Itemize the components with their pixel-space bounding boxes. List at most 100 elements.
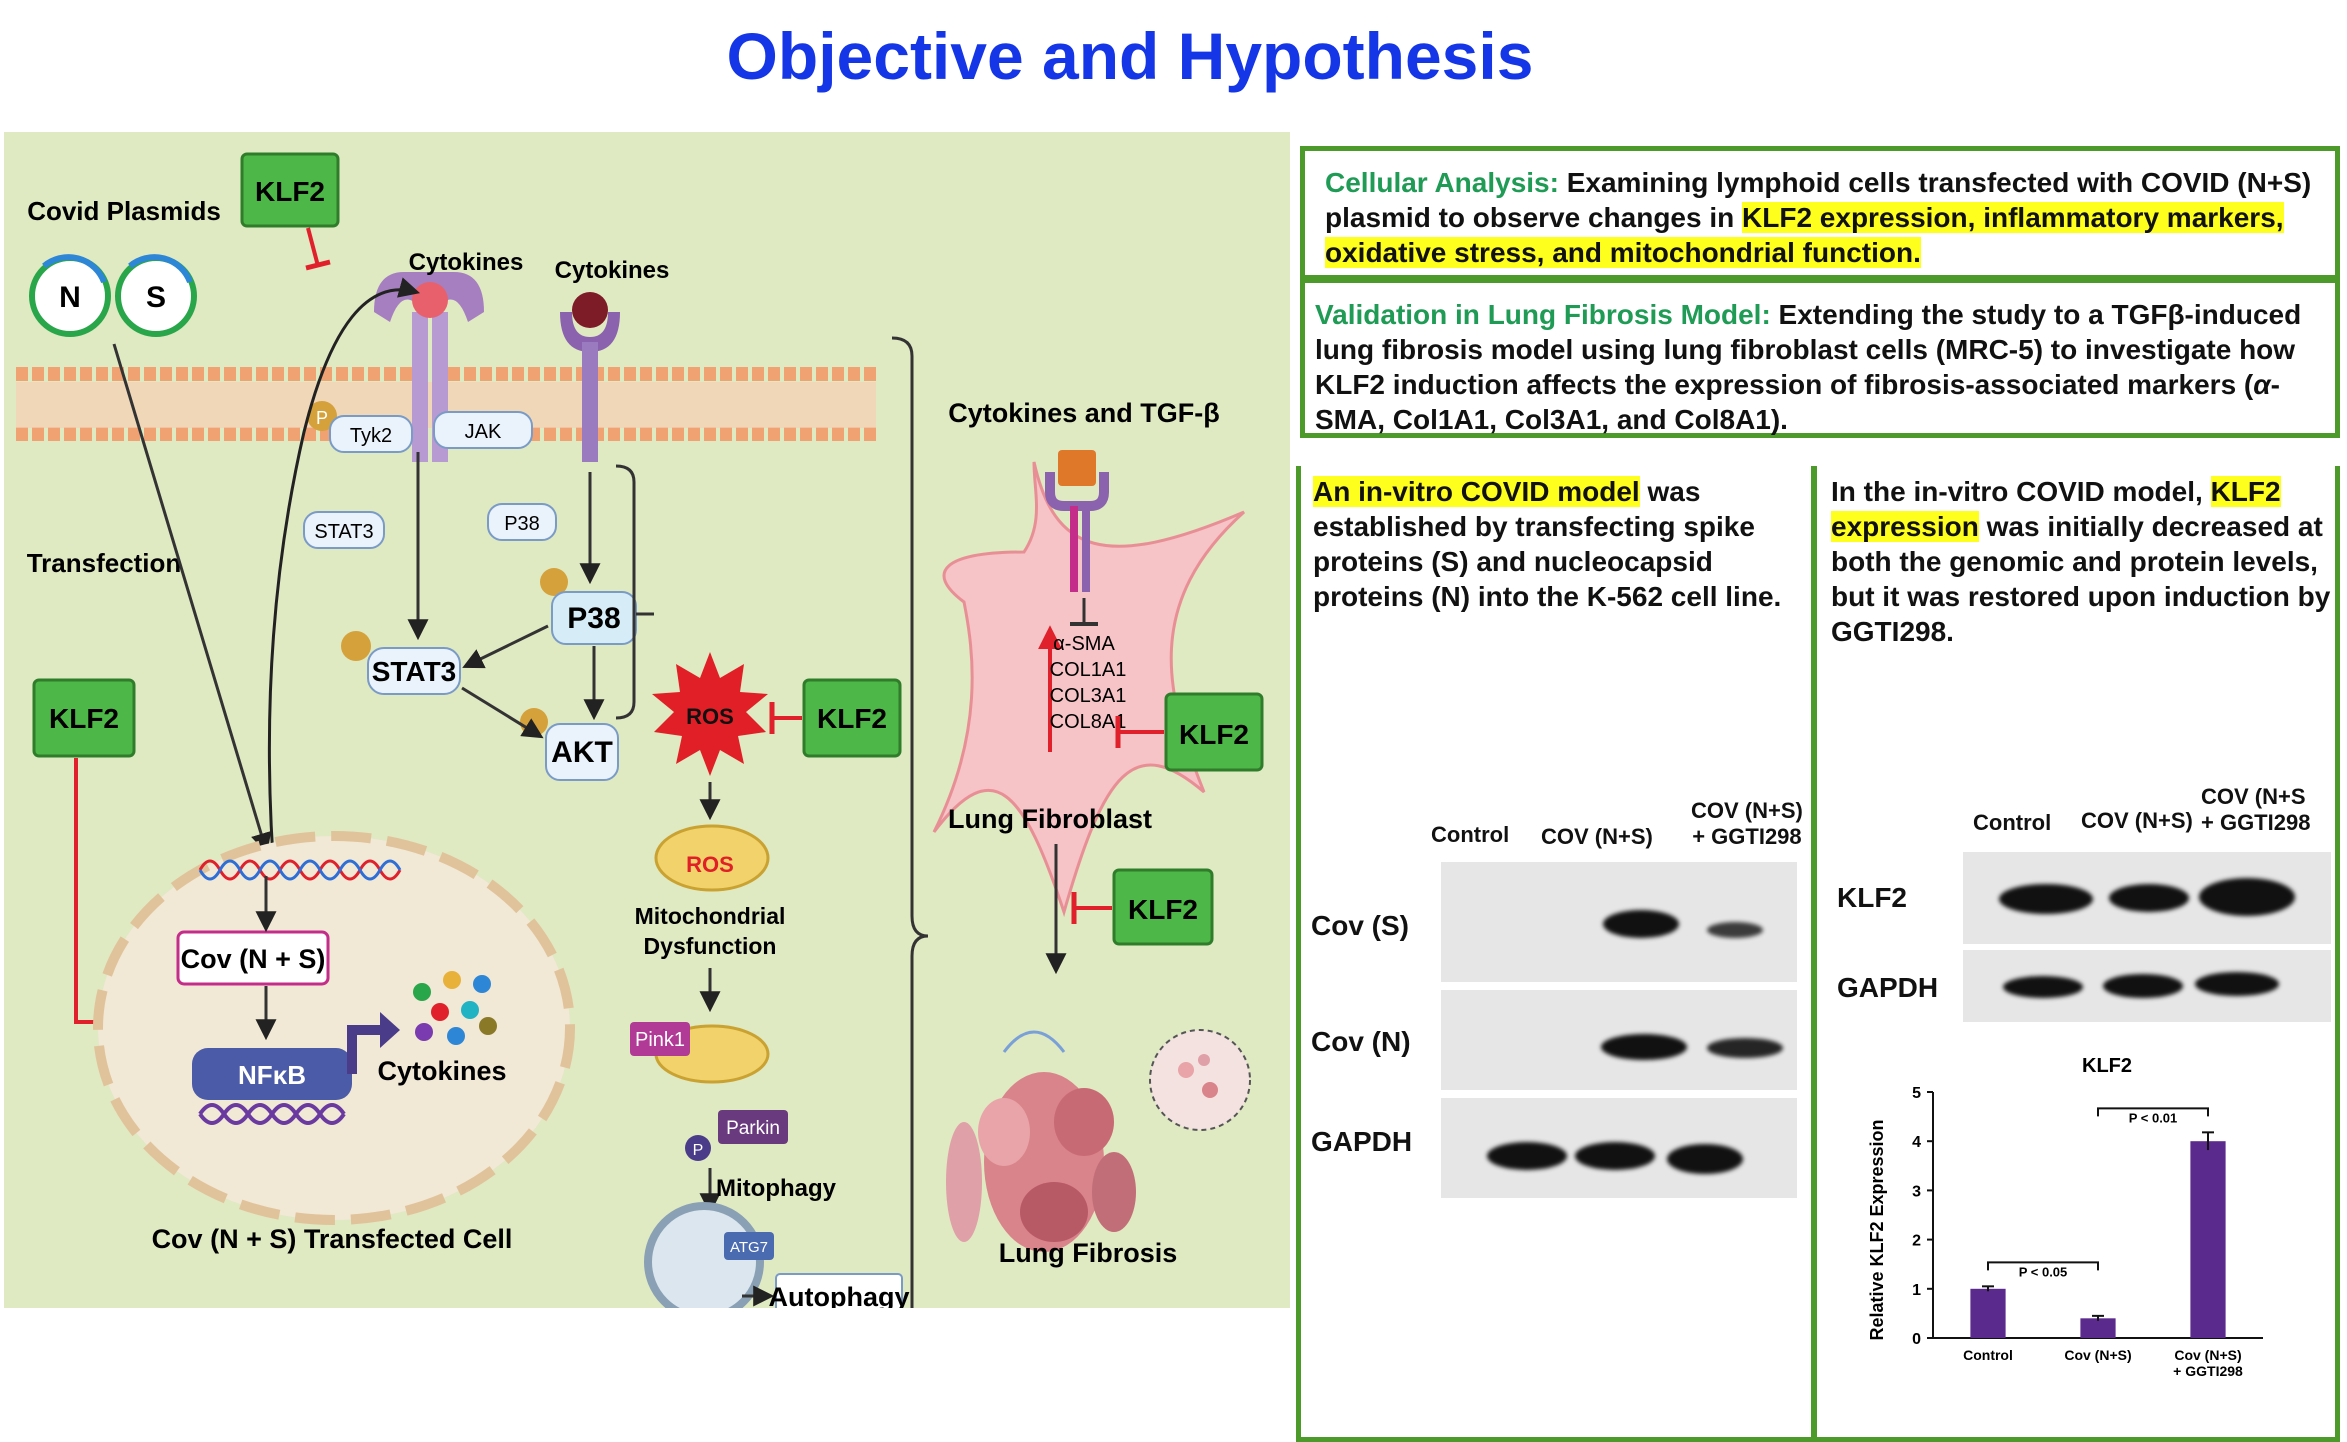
cytokines-label-2: Cytokines <box>555 257 670 284</box>
validation-heading: Validation in Lung Fibrosis Model: <box>1315 299 1771 330</box>
klf2-result-box: In the in-vitro COVID model, KLF2 expres… <box>1812 466 2340 1442</box>
autophagy-box <box>775 1273 903 1308</box>
pink1-label: Pink1 <box>635 1029 685 1051</box>
chart-bar <box>2190 1141 2226 1338</box>
blot-covn <box>1441 990 1797 1090</box>
cov-ns-box <box>176 930 330 986</box>
chart-x-tick-label: Cov (N+S) <box>2064 1347 2131 1363</box>
nfkb-box <box>192 1048 352 1100</box>
akt-label: AKT <box>551 736 613 769</box>
pink1-box <box>630 1022 690 1056</box>
stat3-small-label: STAT3 <box>314 521 373 543</box>
p-label-parkin: P <box>693 1142 704 1159</box>
klf2-label-top: KLF2 <box>255 176 325 207</box>
cytokines-label-1: Cytokines <box>409 249 524 276</box>
validation-text: Extending the study to a TGFβ-induced lu… <box>1315 299 2302 400</box>
klf2-result-text-1: In the in-vitro COVID model, <box>1831 476 2211 507</box>
chart-significance-label: P < 0.05 <box>2019 1264 2068 1279</box>
chart-y-tick-label: 5 <box>1912 1085 1921 1102</box>
klf2-lane-control: Control <box>1973 810 2052 835</box>
phospho-icon <box>540 568 568 596</box>
chart-y-tick-label: 0 <box>1912 1331 1921 1348</box>
p38-small-label: P38 <box>504 513 540 535</box>
invitro-row-covs: Cov (S) <box>1311 910 1409 941</box>
klf2-label-ros: KLF2 <box>817 703 887 734</box>
tgfb-receptor-icon <box>1058 450 1096 486</box>
ros-label: ROS <box>686 704 734 729</box>
cov-ns-label: Cov (N + S) <box>181 944 326 974</box>
chart-y-tick-label: 4 <box>1912 1134 1921 1151</box>
blot-gapdh <box>1441 1098 1797 1198</box>
blot-covs <box>1441 862 1797 982</box>
chart-x-tick-label: Control <box>1963 1347 2013 1363</box>
mechanism-diagram: Covid Plasmids N S KLF2 Cytokines Cytoki… <box>4 132 1290 1308</box>
marker-col1a1: COL1A1 <box>1050 659 1127 681</box>
lung-fibroblast-label: Lung Fibroblast <box>948 804 1152 834</box>
invitro-lane-cov: COV (N+S) <box>1541 824 1653 849</box>
chart-title: KLF2 <box>2082 1055 2132 1077</box>
klf2-row-klf2: KLF2 <box>1837 882 1907 913</box>
invitro-row-covn: Cov (N) <box>1311 1026 1411 1057</box>
klf2-box-cell <box>1164 692 1264 772</box>
chart-y-tick-label: 2 <box>1912 1233 1921 1250</box>
parkin-box <box>718 1110 788 1144</box>
nucleus-cytokines-label: Cytokines <box>377 1056 506 1086</box>
lung-fibrosis-label: Lung Fibrosis <box>999 1238 1178 1268</box>
atg7-label: ATG7 <box>730 1239 768 1256</box>
nucleus <box>93 831 575 1225</box>
parkin-label: Parkin <box>726 1118 780 1139</box>
cytokines-tgfb-label: Cytokines and TGF-β <box>948 398 1220 428</box>
marker-col8a1: COL8A1 <box>1050 711 1127 733</box>
chart-x-tick-label: + GGTI298 <box>2173 1363 2243 1379</box>
p38-label: P38 <box>567 602 620 635</box>
stat3-label: STAT3 <box>372 656 457 687</box>
covid-plasmids-label: Covid Plasmids <box>27 196 221 226</box>
mito-dysfunction-label-1: Mitochondrial <box>635 903 786 929</box>
mitochondria-icon <box>654 824 770 892</box>
klf2-label-left: KLF2 <box>49 703 119 734</box>
cellular-analysis-text: Examining lymphoid cells transfected wit… <box>1325 167 2312 233</box>
cytokine-dots <box>413 971 497 1045</box>
klf2-box-fibrosis <box>1112 868 1214 946</box>
klf2-label-fibrosis: KLF2 <box>1128 894 1198 925</box>
invitro-model-box: An in-vitro COVID model was established … <box>1296 466 1816 1442</box>
jak-box <box>433 411 533 449</box>
klf2-lane-cov: COV (N+S) <box>2081 808 2193 833</box>
invitro-lane-ggti: COV (N+S) + GGTI298 <box>1691 798 1803 849</box>
klf2-box-ros <box>802 678 902 758</box>
chart-y-tick-label: 1 <box>1912 1282 1921 1299</box>
chart-bar <box>2080 1318 2116 1338</box>
validation-text-2: -SMA, Col1A1, Col3A1, and Col8A1). <box>1315 369 2280 435</box>
klf2-box-top <box>240 152 340 228</box>
p38-box-small <box>487 503 557 541</box>
invitro-lane-control: Control <box>1431 822 1510 847</box>
chart-significance-bracket <box>1987 1261 2099 1271</box>
phospho-icon <box>685 1135 711 1161</box>
chart-x-tick-label: Cov (N+S) <box>2174 1347 2241 1363</box>
klf2-result-text-2: was initially decreased at both the geno… <box>1831 511 2331 647</box>
stat3-box <box>367 647 461 695</box>
cellular-analysis-heading: Cellular Analysis: <box>1325 167 1559 198</box>
nfkb-label: NFκB <box>238 1060 306 1090</box>
chart-significance-label: P < 0.01 <box>2129 1110 2178 1125</box>
chart-bar <box>1970 1288 2006 1338</box>
marker-asma: α-SMA <box>1053 633 1115 655</box>
p38-box <box>551 591 637 645</box>
chart-ylabel: Relative KLF2 Expression <box>1867 1119 1887 1340</box>
page-title: Objective and Hypothesis <box>726 19 1534 93</box>
invitro-highlight: An in-vitro COVID model <box>1313 476 1640 507</box>
klf2-box-left <box>32 678 136 758</box>
klf2-row-gapdh: GAPDH <box>1837 972 1939 1003</box>
plasmid-n-label: N <box>59 281 81 314</box>
marker-col3a1: COL3A1 <box>1050 685 1127 707</box>
phospho-icon <box>307 401 337 431</box>
akt-box <box>545 723 619 781</box>
validation-box: Validation in Lung Fibrosis Model: Exten… <box>1300 278 2340 438</box>
receptor-2-icon <box>560 292 620 462</box>
autophagosome-icon <box>644 1202 764 1308</box>
klf2-lane-ggti: COV (N+S + GGTI298 <box>2201 784 2311 835</box>
chart-significance-bracket <box>2097 1107 2209 1117</box>
transfection-label: Transfection <box>27 548 182 578</box>
atg7-box <box>724 1232 774 1260</box>
